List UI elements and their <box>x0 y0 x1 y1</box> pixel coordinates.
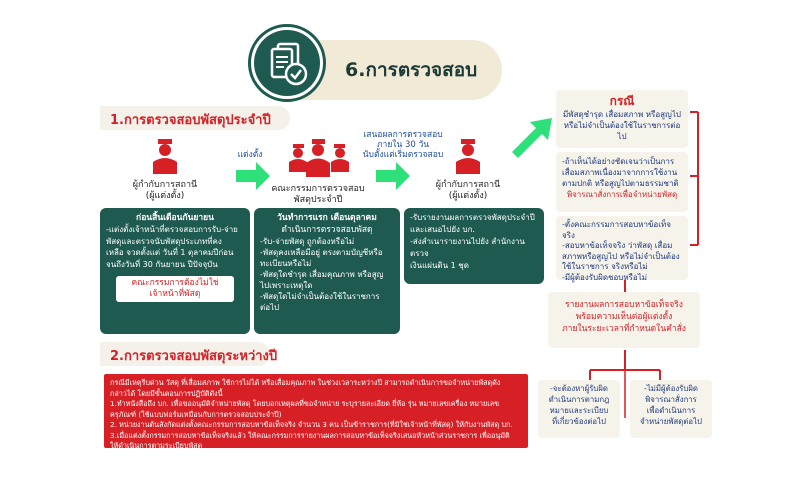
no-liable-party-box: -ไม่มีผู้ต้องรับผิด พิจารณาสั่งการ เพื่อ… <box>630 380 712 438</box>
case-box: กรณี มีพัสดุชำรุด เสื่อมสภาพ หรือสูญไป ห… <box>556 90 688 148</box>
section-1-header: 1.การตรวจสอบพัสดุประจำปี <box>100 106 290 130</box>
fact-finding-report-box: รายงานผลการสอบหาข้อเท็จจริง พร้อมความเห็… <box>548 292 700 348</box>
box1-body: -แต่งตั้งเจ้าหน้าที่ตรวจสอบการรับ-จ่าย พ… <box>106 225 238 269</box>
box-before-september: ก่อนสิ้นเดือนกันยายน -แต่งตั้งเจ้าหน้าที… <box>100 208 250 334</box>
fact-finding-body: -ตั้งคณะกรรมการสอบหาข้อเท็จจริง -สอบหาข้… <box>562 220 680 282</box>
liable-party-box: -จะต้องหาผู้รับผิด ดำเนินการตามกฎ หมายแล… <box>538 380 620 438</box>
arrow-label-report: เสนอผลการตรวจสอบ ภายใน 30 วัน นับตั้งแต่… <box>362 130 444 160</box>
box-report-submission: -รับรายงานผลการตรวจพัสดุประจำปี และเสนอไ… <box>404 208 544 284</box>
arrow-right-icon-1 <box>236 162 270 190</box>
committee-label: คณะกรรมการตรวจสอบ พัสดุประจำปี <box>271 184 365 205</box>
normal-deterioration-body: -ถ้าเห็นได้อย่างชัดเจนว่าเป็นการ เสื่อมส… <box>562 157 679 188</box>
arrow-label-appoint: แต่งตั้ง <box>237 150 263 160</box>
fact-finding-box: -ตั้งคณะกรรมการสอบหาข้อเท็จจริง -สอบหาข้… <box>556 216 688 282</box>
case-title: กรณี <box>609 94 635 108</box>
box2-subheader: ดำเนินการตรวจสอบพัสดุ <box>281 225 373 235</box>
officer-icon-1 <box>153 139 177 174</box>
committee-icon <box>289 139 349 177</box>
liable-party-body: -จะต้องหาผู้รับผิด ดำเนินการตามกฎ หมายแล… <box>548 384 610 426</box>
arrow-up-right-icon <box>512 118 552 158</box>
normal-deterioration-action: พิจารณาสั่งการเพื่อจำหน่ายพัสดุ <box>566 190 678 199</box>
box1-note: คณะกรรมการต้องไม่ใช่ เจ้าหน้าที่พัสดุ <box>116 276 234 302</box>
case-body: มีพัสดุชำรุด เสื่อมสภาพ หรือสูญไป หรือไม… <box>563 110 681 141</box>
box3-body: -รับรายงานผลการตรวจพัสดุประจำปี และเสนอไ… <box>410 213 535 270</box>
section-2-header: 2.การตรวจสอบพัสดุระหว่างปี <box>100 342 277 366</box>
no-liable-party-body: -ไม่มีผู้ต้องรับผิด พิจารณาสั่งการ เพื่อ… <box>640 384 702 426</box>
box2-header: วันทำการแรก เดือนตุลาคม <box>277 213 377 223</box>
document-check-icon <box>254 30 320 96</box>
normal-deterioration-box: -ถ้าเห็นได้อย่างชัดเจนว่าเป็นการ เสื่อมส… <box>556 152 688 212</box>
page-title: 6.การตรวจสอบ <box>345 59 478 81</box>
person-label-appointer: ผู้กำกับการสถานี (ผู้แต่งตั้ง) <box>132 180 198 201</box>
box1-header: ก่อนสิ้นเดือนกันยายน <box>136 213 214 223</box>
person-label-approver: ผู้กำกับการสถานี (ผู้แต่งตั้ง) <box>435 180 501 201</box>
interim-inspection-banner: กรณีมีเหตุรีบด่วน วัสดุ ที่เสื่อมสภาพ ใช… <box>104 374 528 450</box>
fact-finding-report-body: รายงานผลการสอบหาข้อเท็จจริง พร้อมความเห็… <box>562 300 686 334</box>
box2-body: -รับ-จ่ายพัสดุ ถูกต้องหรือไม่ -พัสดุคงเห… <box>260 237 384 312</box>
box-first-working-day: วันทำการแรก เดือนตุลาคม ดำเนินการตรวจสอบ… <box>254 208 400 334</box>
officer-icon-2 <box>456 139 480 174</box>
arrow-right-icon-2 <box>376 162 410 190</box>
